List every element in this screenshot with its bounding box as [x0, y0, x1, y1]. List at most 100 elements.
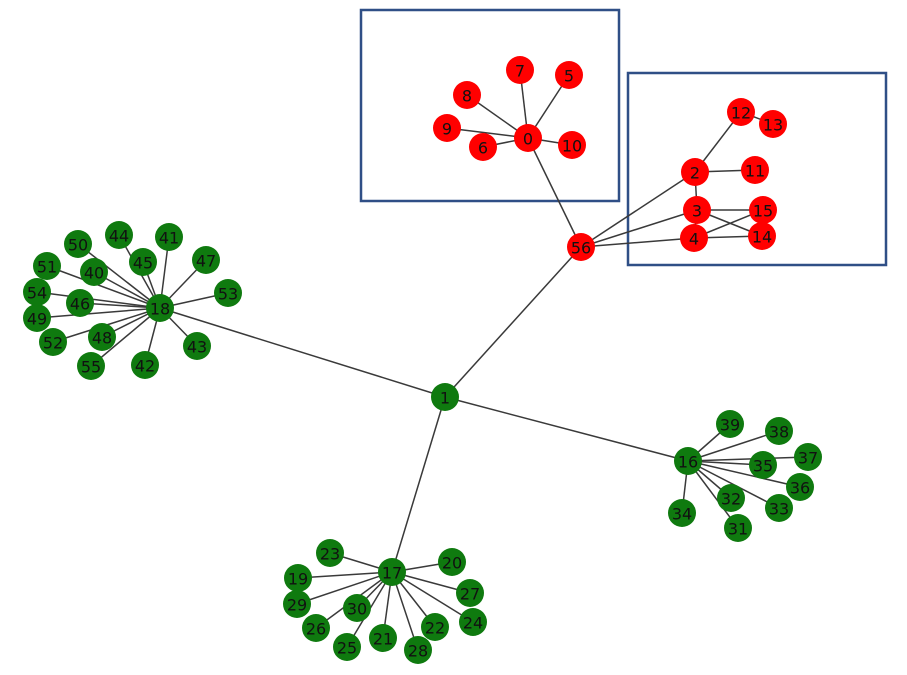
node-label: 46 — [70, 295, 90, 314]
node-label: 42 — [135, 357, 155, 376]
node-44: 44 — [105, 221, 133, 249]
node-label: 32 — [721, 490, 741, 509]
node-label: 4 — [689, 230, 699, 249]
node-50: 50 — [64, 230, 92, 258]
edge-16-37 — [687, 456, 809, 462]
edge-1-56 — [444, 246, 582, 398]
node-circle — [741, 156, 769, 184]
node-52: 52 — [39, 328, 67, 356]
node-label: 48 — [92, 329, 112, 348]
node-label: 12 — [731, 104, 751, 123]
node-39: 39 — [716, 410, 744, 438]
node-label: 20 — [442, 554, 462, 573]
node-label: 9 — [442, 120, 452, 139]
node-circle — [283, 590, 311, 618]
node-label: 54 — [27, 284, 47, 303]
node-21: 21 — [369, 624, 397, 652]
node-label: 6 — [478, 139, 488, 158]
node-label: 25 — [337, 639, 357, 658]
node-label: 50 — [68, 236, 88, 255]
node-label: 56 — [571, 239, 591, 258]
node-label: 30 — [347, 600, 367, 619]
node-circle — [717, 484, 745, 512]
node-7: 7 — [506, 56, 534, 84]
node-48: 48 — [88, 323, 116, 351]
node-circle — [155, 223, 183, 251]
graph-nodes: 0567891023411121314155611816174041424344… — [23, 56, 822, 664]
node-15: 15 — [749, 196, 777, 224]
edge-17-24 — [391, 571, 474, 623]
edge-18-50 — [77, 243, 161, 309]
node-label: 43 — [187, 338, 207, 357]
node-label: 11 — [745, 162, 765, 181]
node-17: 17 — [378, 558, 406, 586]
node-36: 36 — [786, 473, 814, 501]
node-8: 8 — [453, 81, 481, 109]
node-circle — [794, 443, 822, 471]
node-label: 5 — [564, 67, 574, 86]
node-circle — [674, 447, 702, 475]
node-label: 26 — [306, 620, 326, 639]
node-22: 22 — [421, 613, 449, 641]
node-label: 21 — [373, 630, 393, 649]
node-label: 49 — [27, 310, 47, 329]
node-circle — [506, 56, 534, 84]
node-34: 34 — [668, 499, 696, 527]
node-circle — [77, 352, 105, 380]
node-circle — [558, 131, 586, 159]
node-49: 49 — [23, 304, 51, 332]
node-circle — [765, 494, 793, 522]
node-11: 11 — [741, 156, 769, 184]
highlight-box-hub-2 — [626, 71, 888, 267]
node-label: 37 — [798, 449, 818, 468]
edge-18-54 — [36, 291, 161, 309]
node-circle — [786, 473, 814, 501]
edge-0-56 — [527, 137, 582, 248]
node-label: 14 — [752, 228, 772, 247]
node-label: 23 — [320, 545, 340, 564]
node-label: 2 — [690, 164, 700, 183]
node-label: 39 — [720, 416, 740, 435]
node-label: 10 — [562, 137, 582, 156]
node-circle — [333, 633, 361, 661]
edge-2-56 — [580, 171, 696, 248]
edge-16-36 — [687, 460, 801, 488]
node-circle — [433, 114, 461, 142]
node-circle — [514, 124, 542, 152]
node-circle — [302, 614, 330, 642]
node-circle — [192, 246, 220, 274]
node-9: 9 — [433, 114, 461, 142]
node-circle — [183, 332, 211, 360]
edge-1-17 — [391, 396, 446, 573]
node-circle — [131, 351, 159, 379]
node-label: 45 — [133, 254, 153, 273]
edge-3-56 — [580, 209, 698, 248]
node-4: 4 — [680, 224, 708, 252]
edge-18-49 — [36, 307, 161, 319]
node-label: 53 — [218, 285, 238, 304]
node-5: 5 — [555, 61, 583, 89]
node-13: 13 — [759, 110, 787, 138]
node-circle — [681, 158, 709, 186]
edge-17-29 — [296, 571, 393, 605]
node-circle — [459, 608, 487, 636]
node-label: 52 — [43, 334, 63, 353]
node-12: 12 — [727, 98, 755, 126]
node-3: 3 — [683, 196, 711, 224]
node-label: 3 — [692, 202, 702, 221]
node-circle — [680, 224, 708, 252]
node-14: 14 — [748, 222, 776, 250]
node-circle — [23, 304, 51, 332]
node-18: 18 — [146, 294, 174, 322]
node-33: 33 — [765, 494, 793, 522]
node-circle — [555, 61, 583, 89]
node-51: 51 — [33, 252, 61, 280]
edge-18-55 — [90, 307, 161, 367]
edge-18-51 — [46, 265, 161, 309]
node-circle — [88, 323, 116, 351]
node-label: 18 — [150, 300, 170, 319]
node-label: 27 — [460, 585, 480, 604]
node-circle — [80, 258, 108, 286]
node-6: 6 — [469, 133, 497, 161]
node-circle — [39, 328, 67, 356]
